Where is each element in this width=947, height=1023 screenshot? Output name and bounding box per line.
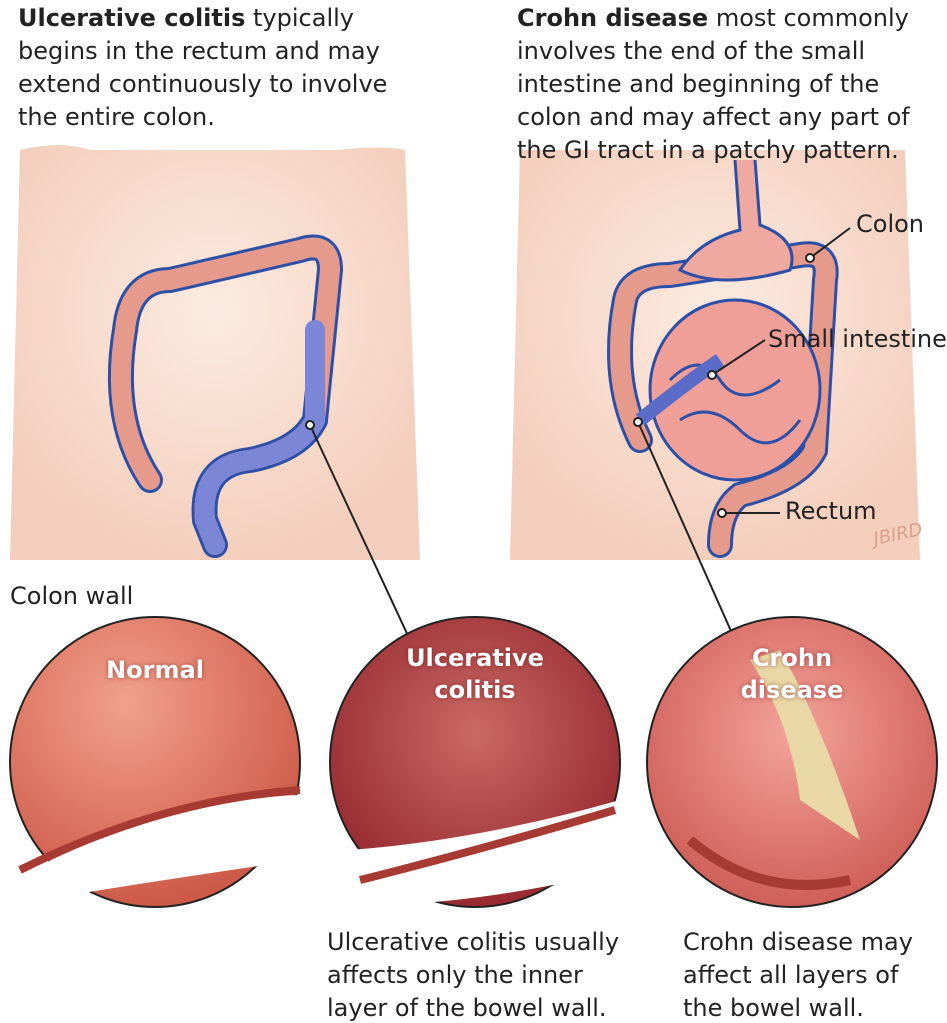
cd-wall-circle [646,616,938,908]
small-intestine [648,298,822,482]
circle-label-cd: Crohn disease [740,644,844,704]
label-colon-wall: Colon wall [10,582,134,610]
uc-heading: Ulcerative colitis typically begins in t… [18,4,388,131]
cd-heading: Crohn disease most commonly involves the… [517,4,910,164]
label-small-intestine: Small intestine [768,325,947,353]
circle-label-normal: Normal [106,656,204,684]
label-rectum: Rectum [785,497,877,525]
label-colon: Colon [856,210,925,238]
stomach [677,159,794,282]
caption-cd: Crohn disease may affect all layers of t… [683,928,913,1022]
circle-label-uc: Ulcerative colitis [406,644,544,704]
leader-lines [309,227,851,641]
caption-uc: Ulcerative colitis usually affects only … [327,928,620,1022]
